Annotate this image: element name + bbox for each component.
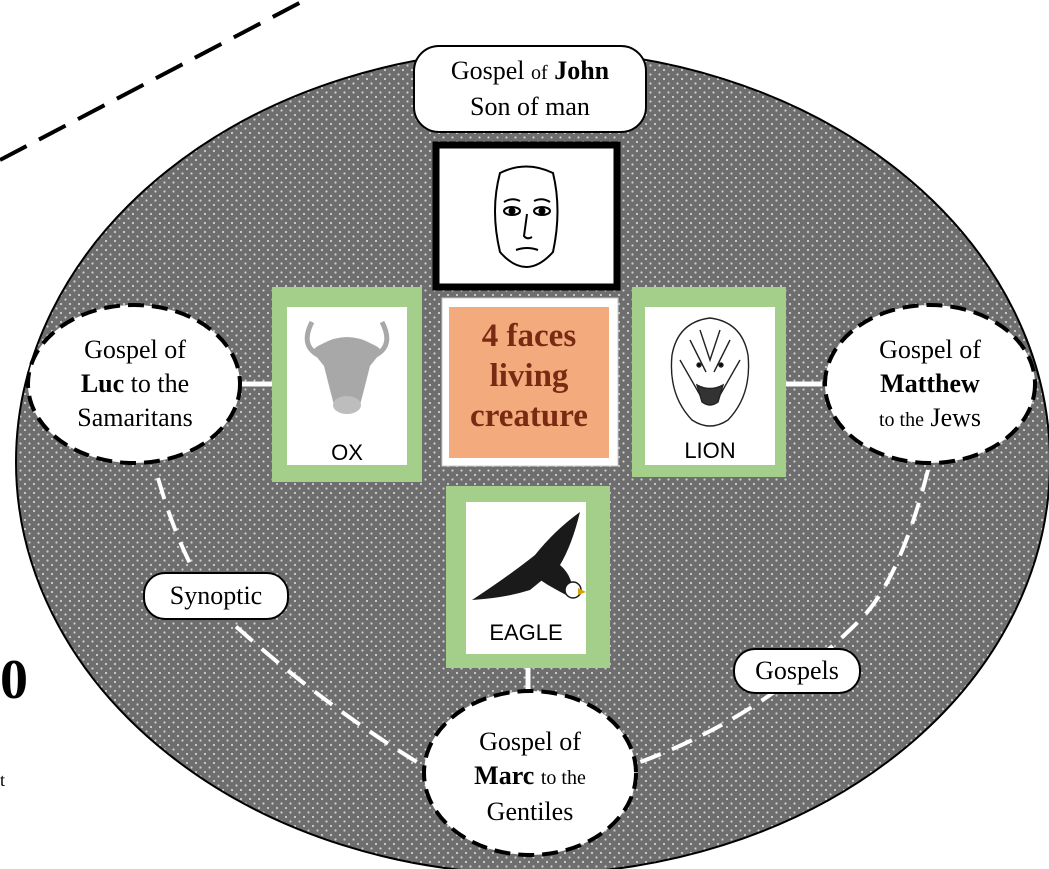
matthew-line2: Matthew xyxy=(835,367,1025,401)
luc-to: to the xyxy=(130,369,190,398)
matthew-to: to the xyxy=(878,409,924,431)
marc-node xyxy=(422,689,638,857)
synoptic-connectors xyxy=(156,469,930,772)
luc-node xyxy=(26,303,242,465)
synoptic-tag: Synoptic xyxy=(143,572,289,620)
lion-caption: LION xyxy=(684,438,736,463)
marc-line3: Gentiles xyxy=(486,797,574,826)
outer-dashed-line xyxy=(0,0,306,162)
eagle-icon xyxy=(472,512,586,600)
gospels-tag: Gospels xyxy=(733,648,861,694)
matthew-node xyxy=(823,303,1037,465)
luc-line1: Gospel of xyxy=(84,335,186,364)
john-label-line1: Gospel of John xyxy=(451,54,609,90)
edge-small-text: t xyxy=(0,770,6,790)
matthew-line1: Gospel of xyxy=(879,335,981,364)
marc-to: to the xyxy=(540,767,586,789)
luc-name: Luc xyxy=(80,369,125,398)
luc-line2: Luc to the xyxy=(40,367,230,401)
center-line1: 4 faces xyxy=(481,318,577,354)
matthew-people: Jews xyxy=(930,403,982,432)
marc-label: Gospel of Marc to the Gentiles xyxy=(435,725,625,829)
matthew-name: Matthew xyxy=(880,369,980,398)
marc-line2: Marc to the xyxy=(435,759,625,795)
john-label: Gospel of John Son of man xyxy=(413,45,647,133)
matthew-line3: to the Jews xyxy=(835,401,1025,437)
lion-card xyxy=(645,307,775,465)
center-box xyxy=(447,305,611,460)
john-of: of xyxy=(531,62,548,84)
center-label: 4 faces living creature xyxy=(448,316,610,436)
marc-line1: Gospel of xyxy=(479,727,581,756)
lion-head-icon xyxy=(670,317,750,427)
center-line3: creature xyxy=(470,398,588,434)
ox-caption: OX xyxy=(331,440,363,465)
ox-head-icon xyxy=(304,320,390,414)
eagle-caption: EAGLE xyxy=(489,620,563,645)
matthew-label: Gospel of Matthew to the Jews xyxy=(835,333,1025,437)
john-prefix: Gospel xyxy=(450,56,525,85)
luc-line3: Samaritans xyxy=(77,403,193,432)
edge-big-text: 0 xyxy=(0,649,28,711)
human-face-icon xyxy=(494,165,559,268)
luc-label: Gospel of Luc to the Samaritans xyxy=(40,333,230,435)
john-name: John xyxy=(554,56,610,85)
john-subtitle: Son of man xyxy=(470,92,590,121)
center-line2: living xyxy=(489,358,569,394)
marc-name: Marc xyxy=(474,761,535,790)
